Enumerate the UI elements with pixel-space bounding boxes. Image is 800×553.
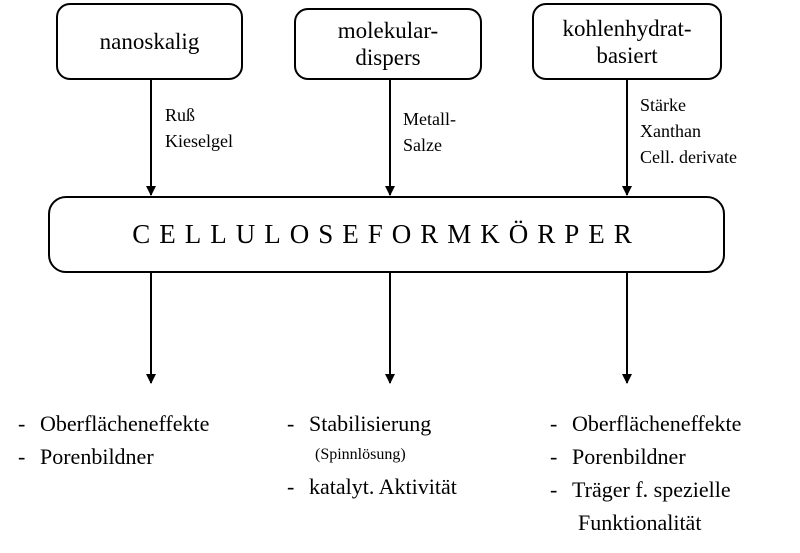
example-label: Stärke — [640, 95, 686, 115]
center-label: CELLULOSEFORMKÖRPER — [132, 219, 641, 249]
input-box-line: basiert — [596, 42, 658, 68]
effects-list-kohlenhydratbasiert: - Oberflächeneffekte - Porenbildner - Tr… — [550, 407, 741, 539]
effect-item: - Porenbildner — [18, 440, 209, 473]
effect-text: Stabilisierung — [309, 411, 432, 436]
celluloseformkoerper-box: CELLULOSEFORMKÖRPER — [48, 196, 725, 273]
effect-item: - Träger f. spezielle — [550, 473, 741, 506]
effects-list-molekulardispers: - Stabilisierung (Spinnlösung) - katalyt… — [287, 407, 457, 503]
example-label: Salze — [403, 135, 442, 155]
example-label: Kieselgel — [165, 131, 233, 151]
effect-text: Oberflächeneffekte — [40, 411, 210, 436]
effect-item: - Oberflächeneffekte — [550, 407, 741, 440]
effect-item: - Oberflächeneffekte — [18, 407, 209, 440]
example-label: Metall- — [403, 109, 456, 129]
bullet-dash: - — [287, 411, 295, 436]
input-examples-molekulardispers: Metall- Salze — [403, 106, 456, 158]
input-box-line: dispers — [355, 45, 421, 70]
example-label: Cell. derivate — [640, 147, 737, 167]
effect-text: Oberflächeneffekte — [572, 411, 742, 436]
effect-continuation: Funktionalität — [578, 510, 702, 535]
input-examples-nanoskalig: Ruß Kieselgel — [165, 102, 233, 154]
input-box-line: molekular- — [337, 18, 439, 43]
example-label: Ruß — [165, 105, 196, 125]
input-examples-kohlenhydratbasiert: Stärke Xanthan Cell. derivate — [640, 92, 737, 170]
bullet-dash: - — [18, 411, 26, 436]
bullet-dash: - — [550, 477, 558, 502]
effect-note: (Spinnlösung) — [315, 446, 406, 463]
effect-text: katalyt. Aktivität — [309, 474, 457, 499]
effect-text: Porenbildner — [40, 444, 154, 469]
effect-text: Porenbildner — [572, 444, 686, 469]
input-box-kohlenhydratbasiert: kohlenhydrat- basiert — [532, 3, 722, 80]
effect-item: - Porenbildner — [550, 440, 741, 473]
input-box-line: kohlenhydrat- — [562, 15, 692, 41]
example-label: Xanthan — [640, 121, 701, 141]
input-box-line: nanoskalig — [99, 29, 200, 54]
effect-item: - katalyt. Aktivität — [287, 470, 457, 503]
effect-text: Träger f. spezielle — [572, 477, 731, 502]
input-box-nanoskalig: nanoskalig — [56, 3, 243, 80]
bullet-dash: - — [287, 474, 295, 499]
bullet-dash: - — [550, 444, 558, 469]
bullet-dash: - — [550, 411, 558, 436]
effects-list-nanoskalig: - Oberflächeneffekte - Porenbildner — [18, 407, 209, 473]
bullet-dash: - — [18, 444, 26, 469]
effect-item: - Stabilisierung — [287, 407, 457, 440]
input-box-molekulardispers: molekular- dispers — [294, 8, 482, 80]
